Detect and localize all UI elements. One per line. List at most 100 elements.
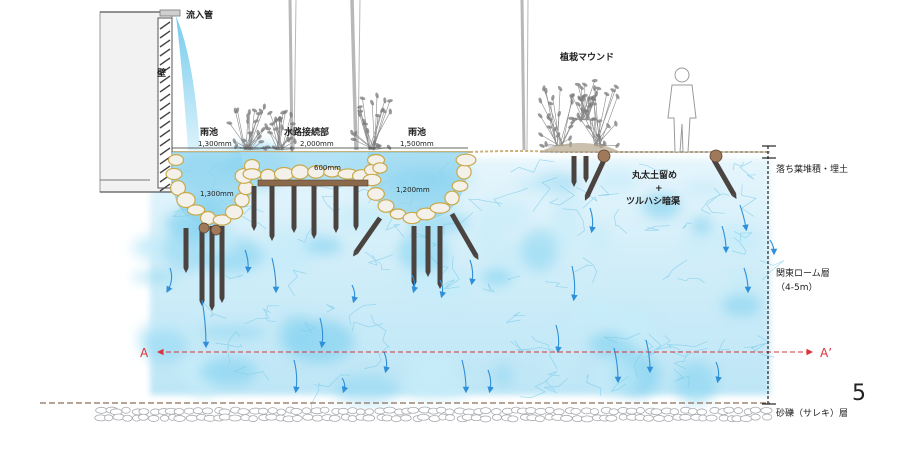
gravel-pebble xyxy=(238,409,249,415)
water-blob xyxy=(691,217,712,234)
gravel-pebble xyxy=(571,408,581,414)
inflow-pipe-label: 流入管 xyxy=(186,9,213,21)
gravel-pebble xyxy=(348,408,358,414)
retaining-wall xyxy=(100,12,172,192)
stone xyxy=(445,191,459,205)
gravel-pebble xyxy=(619,414,627,420)
gravel-pebble xyxy=(96,407,107,413)
stake xyxy=(572,156,577,187)
gravel-pebble xyxy=(160,415,168,421)
gravel-pebble xyxy=(277,409,286,415)
gravel-pebble xyxy=(445,415,454,421)
water-blob xyxy=(423,350,449,378)
shrub-leaf xyxy=(557,111,562,118)
stake xyxy=(210,226,215,311)
stone xyxy=(169,155,184,166)
shrub-leaf xyxy=(226,121,232,125)
water-blob xyxy=(680,234,714,254)
gravel-pebble xyxy=(734,408,743,414)
gravel-pebble xyxy=(382,415,392,421)
gravel-pebble xyxy=(561,415,573,421)
water-blob xyxy=(143,329,187,363)
gravel-pebble xyxy=(554,409,564,415)
person-figure xyxy=(668,68,696,152)
gravel-layer xyxy=(40,403,772,422)
water-blob xyxy=(476,198,529,231)
water-blob xyxy=(592,358,637,398)
gravel-layer-label: 砂礫（サレキ）層 xyxy=(776,407,848,419)
stake xyxy=(312,186,317,239)
gravel-pebble xyxy=(480,416,491,422)
water-blob xyxy=(401,267,471,301)
gravel-pebble xyxy=(750,407,760,413)
gravel-pebble xyxy=(330,415,341,421)
water-blob xyxy=(715,226,760,254)
gravel-pebble xyxy=(680,414,692,420)
stone xyxy=(235,193,249,207)
gravel-pebble xyxy=(445,409,454,415)
gravel-pebble xyxy=(418,414,430,420)
gravel-pebble xyxy=(348,416,357,422)
gravel-pebble xyxy=(429,415,440,421)
gravel-pebble xyxy=(545,407,554,413)
gravel-pebble xyxy=(312,415,322,421)
shrub-leaf xyxy=(614,120,618,127)
gravel-pebble xyxy=(644,415,654,421)
gravel-pebble xyxy=(590,409,598,415)
gravel-pebble xyxy=(492,414,501,420)
left-pond-depth: 1,300mm xyxy=(200,190,234,198)
stake xyxy=(220,226,225,303)
gravel-pebble xyxy=(174,408,184,414)
stone xyxy=(166,168,182,179)
gravel-pebble xyxy=(174,415,185,421)
gravel-pebble xyxy=(268,408,277,414)
shrub-leaf xyxy=(383,97,387,103)
gravel-pebble xyxy=(320,407,328,413)
gravel-pebble xyxy=(636,407,644,413)
gravel-pebble xyxy=(651,409,662,415)
gravel-pebble xyxy=(724,407,734,413)
stone xyxy=(292,165,309,179)
shrub-leaf xyxy=(538,97,543,104)
gravel-pebble xyxy=(751,414,760,420)
plus-label: + xyxy=(655,184,663,194)
gravel-pebble xyxy=(303,414,313,420)
gravel-pebble xyxy=(762,414,771,420)
stake xyxy=(292,186,297,233)
gravel-pebble xyxy=(202,408,212,414)
gravel-pebble xyxy=(363,415,375,421)
log-end xyxy=(199,223,209,233)
gravel-pebble xyxy=(104,415,112,421)
gravel-pebble xyxy=(229,415,241,421)
kanto-loam-label: 関東ローム層 xyxy=(776,267,830,279)
gravel-pebble xyxy=(670,409,679,415)
water-blob xyxy=(586,225,608,253)
gravel-pebble xyxy=(249,416,258,422)
gravel-pebble xyxy=(258,408,268,414)
gravel-pebble xyxy=(401,415,412,421)
water-blob xyxy=(482,270,512,284)
water-blob xyxy=(492,364,513,386)
shrub-leaf xyxy=(537,131,544,137)
planting-mound xyxy=(540,143,620,152)
shrub-leaf xyxy=(595,86,602,91)
stake xyxy=(184,228,189,273)
gravel-pebble xyxy=(761,408,772,414)
section-a-label: A xyxy=(140,346,149,360)
stone xyxy=(452,181,468,191)
left-pond-width: 1,300mm xyxy=(198,140,232,148)
water-blob xyxy=(400,375,470,400)
gravel-pebble xyxy=(740,416,752,422)
waterway-label: 水路接続部 xyxy=(284,126,329,138)
shrub-leaf xyxy=(615,93,621,100)
gravel-pebble xyxy=(338,408,348,414)
wall-label: 壁 xyxy=(155,67,166,77)
stake xyxy=(412,226,417,287)
right-pond-label: 雨池 xyxy=(408,126,426,138)
shrub-leaf xyxy=(387,99,394,104)
gravel-pebble xyxy=(292,415,302,421)
shrub-leaf xyxy=(567,124,574,130)
waterway-plank xyxy=(258,180,368,186)
